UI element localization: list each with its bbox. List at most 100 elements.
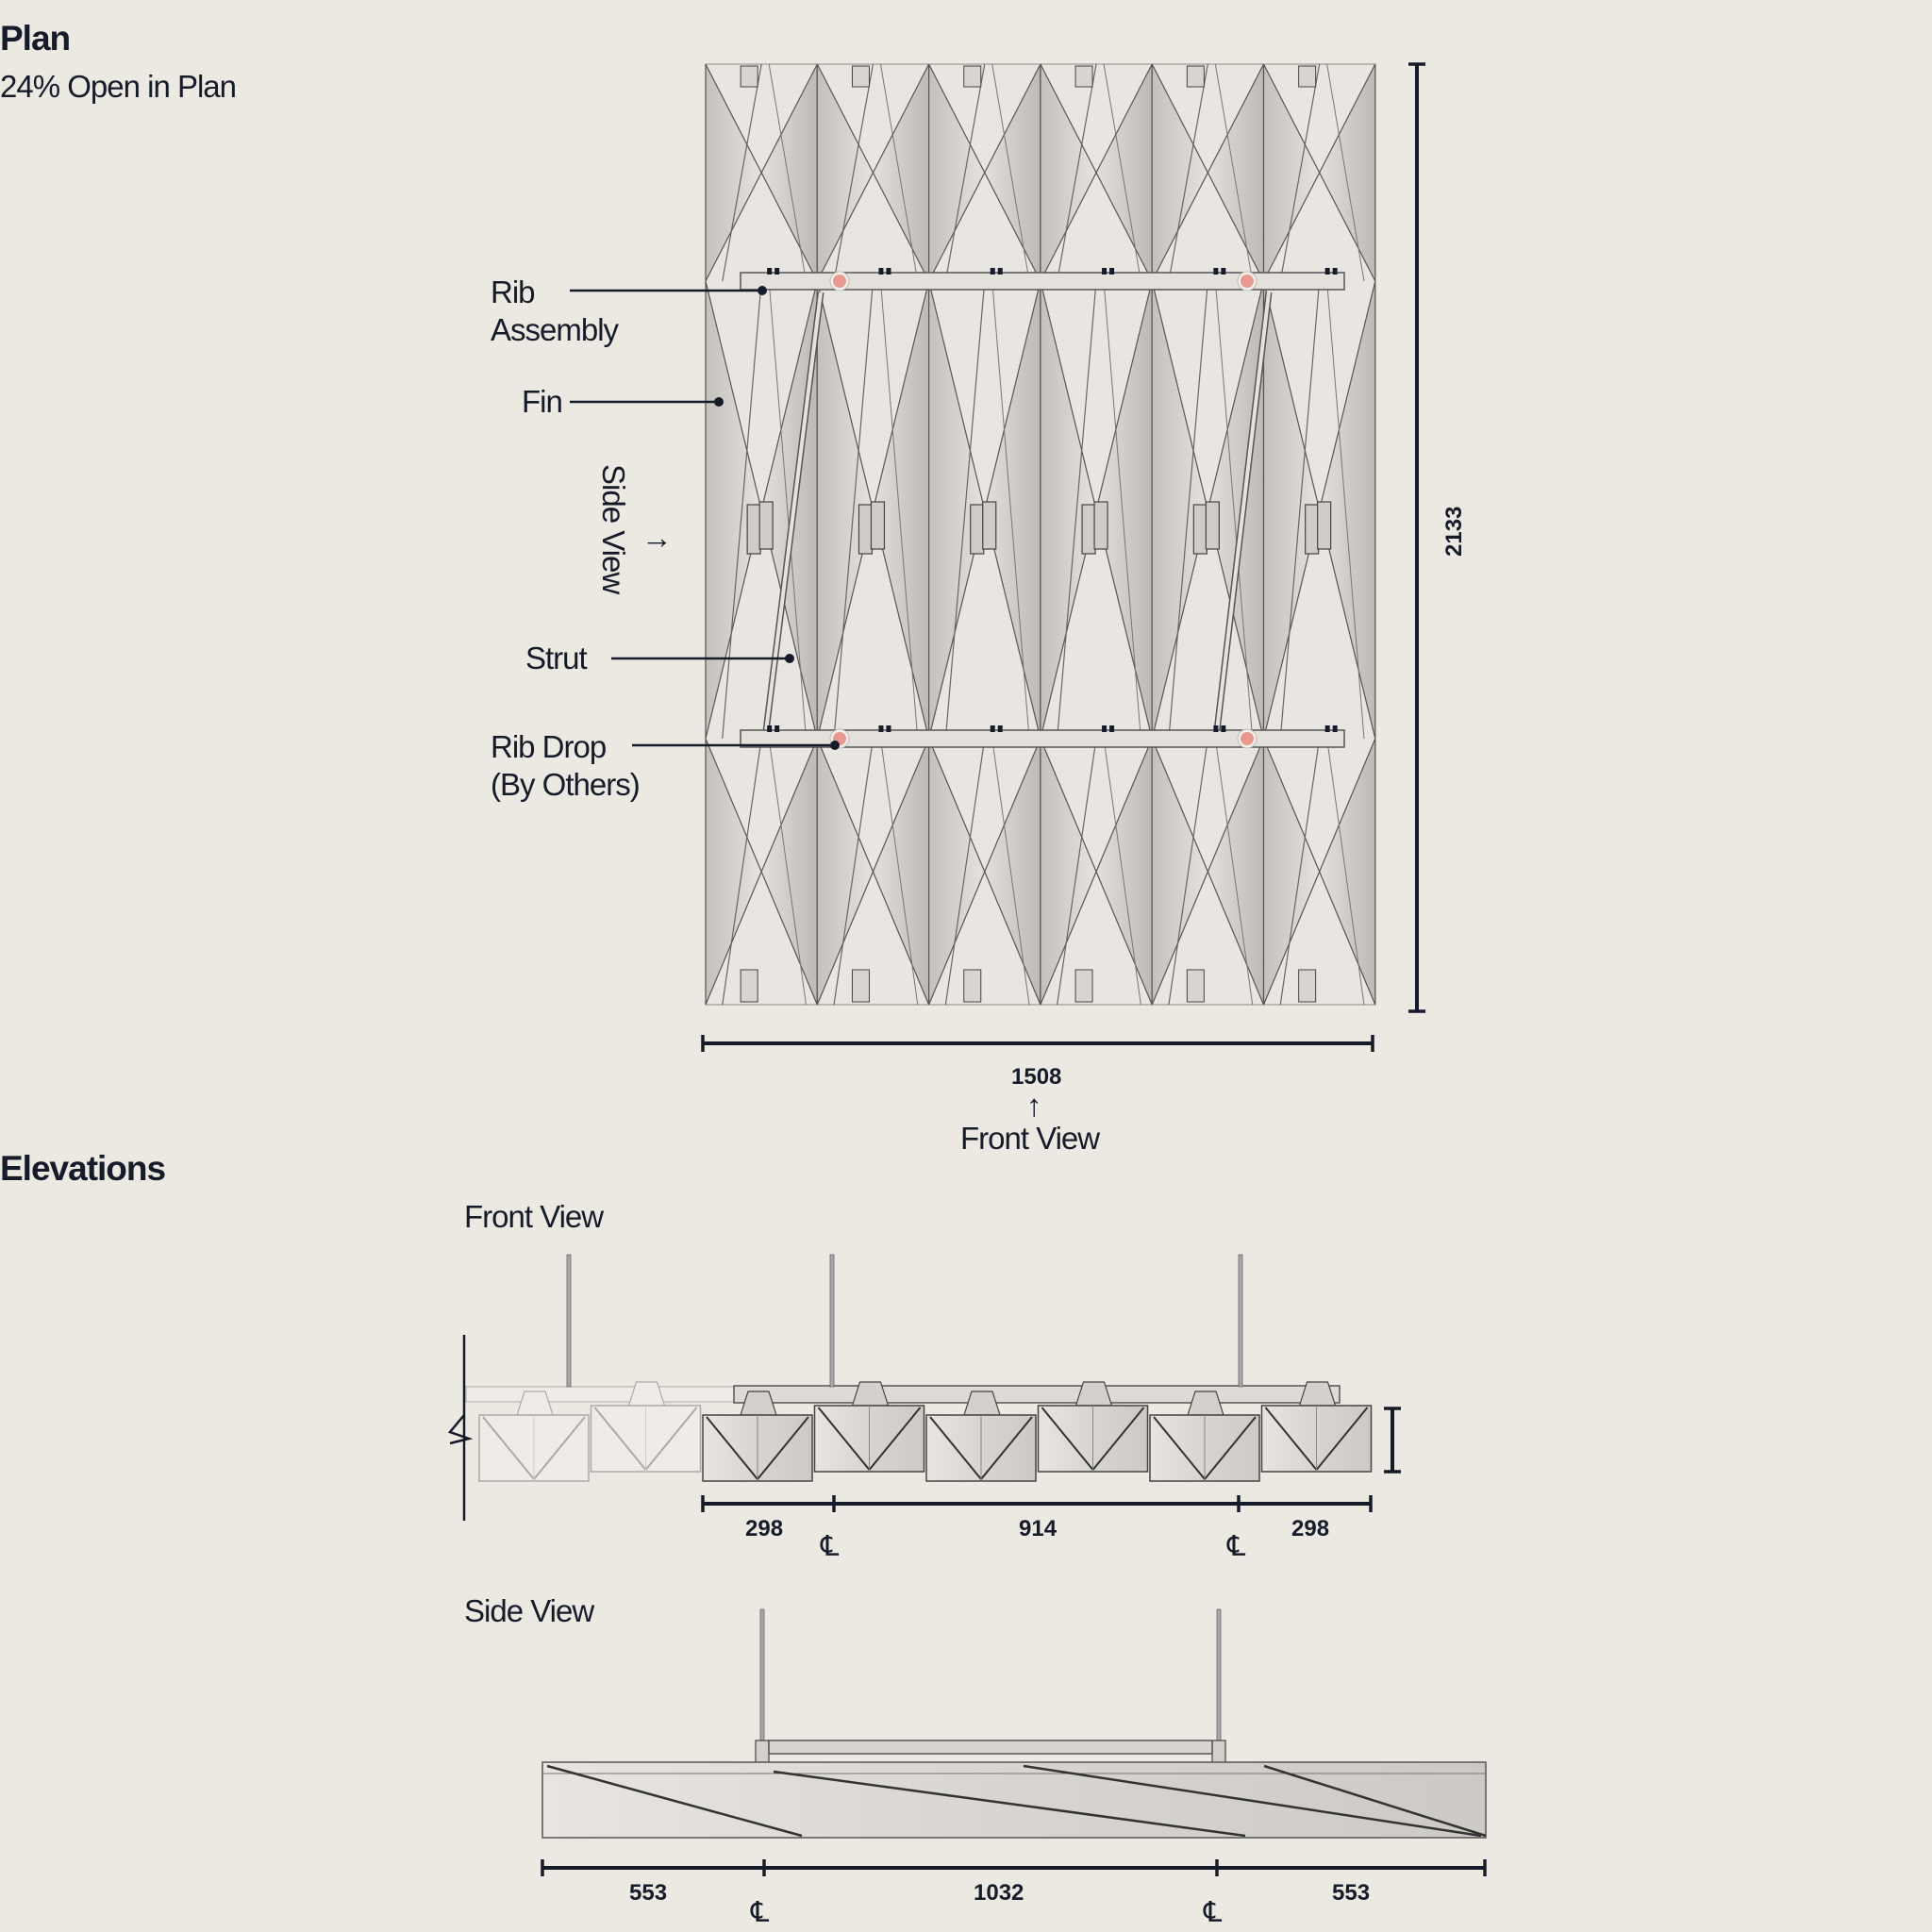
fin-body <box>541 1761 1487 1839</box>
fin <box>927 63 986 282</box>
bracket <box>963 65 982 88</box>
clip <box>1213 725 1219 732</box>
side-dim-left: 553 <box>629 1880 668 1906</box>
fin <box>1262 63 1321 282</box>
bracket <box>1305 504 1320 555</box>
fin-edge <box>1214 63 1254 282</box>
fin <box>1318 738 1376 1006</box>
fin-diagonal <box>1023 1764 1482 1838</box>
bracket <box>870 501 886 550</box>
fin <box>1262 738 1321 1006</box>
label-side-view: Side View <box>596 464 631 594</box>
fin-edge <box>1214 280 1254 740</box>
bracket <box>740 65 758 88</box>
fin <box>705 63 762 282</box>
rib-ghost <box>465 1386 736 1403</box>
fin-hanger <box>627 1381 666 1407</box>
fin-edge <box>1279 738 1321 1006</box>
break-symbol <box>447 1414 474 1445</box>
fin-diagonal <box>1263 1764 1487 1838</box>
rib-drop-rod <box>759 1608 765 1747</box>
plan-subtitle: 24% Open in Plan <box>0 69 237 104</box>
side-view-arrow-icon: → <box>641 520 673 555</box>
label-rib-assembly: Rib Assembly <box>491 274 619 349</box>
fin <box>927 738 986 1006</box>
fin-edge <box>1057 738 1097 1006</box>
rib-drop-marker <box>1241 732 1254 745</box>
bracket <box>858 504 874 555</box>
clip <box>1213 268 1219 275</box>
clip <box>878 725 884 732</box>
fin-edge <box>944 280 986 740</box>
rib-drop-rod <box>1238 1254 1243 1388</box>
bracket <box>740 969 758 1003</box>
front-dim-right: 298 <box>1291 1516 1330 1541</box>
fin-edge <box>1103 280 1141 740</box>
label-line: Assembly <box>491 312 619 347</box>
clip <box>990 268 995 275</box>
fin <box>816 63 874 282</box>
centerline-symbol: ℄ <box>751 1897 770 1928</box>
fin-diagonal <box>773 1770 1246 1838</box>
clip <box>767 725 773 732</box>
fin <box>1319 280 1376 740</box>
fin-edge <box>722 738 762 1006</box>
fin-edge <box>722 280 762 740</box>
rib-drop-rod <box>829 1254 835 1388</box>
front-view-arrow-icon: ↑ <box>1026 1088 1041 1123</box>
rib <box>740 272 1345 291</box>
fin-edge <box>1103 63 1141 282</box>
fin <box>705 280 762 740</box>
fin-edge <box>991 738 1030 1006</box>
label-line: Rib <box>491 275 536 309</box>
fin-edge <box>1103 738 1141 1006</box>
bracket <box>1192 504 1208 555</box>
rib <box>733 1385 1341 1404</box>
front-view-title: Front View <box>464 1199 604 1234</box>
bracket <box>963 969 982 1003</box>
side-dim-right: 553 <box>1332 1880 1371 1906</box>
bracket <box>1298 969 1317 1003</box>
dimension-lines <box>541 62 1487 1876</box>
bracket <box>1186 969 1205 1003</box>
dim-plan-height: 2133 <box>1441 506 1467 557</box>
label-strut: Strut <box>525 641 588 675</box>
clip <box>878 268 884 275</box>
side-view-title: Side View <box>464 1593 594 1628</box>
fin-edge <box>1279 63 1321 282</box>
strut <box>1215 291 1271 732</box>
label-line: (By Others) <box>491 767 641 802</box>
bracket <box>1093 501 1108 550</box>
clip <box>774 268 780 275</box>
fin <box>816 280 874 740</box>
rib-drop-rod <box>566 1254 572 1388</box>
bracket <box>1205 501 1220 550</box>
label-rib-drop: Rib Drop (By Others) <box>491 728 641 804</box>
fin-edge <box>944 63 986 282</box>
clip <box>1221 725 1226 732</box>
fin-edge <box>768 280 807 740</box>
leader-dot <box>785 654 794 663</box>
clip <box>1109 725 1115 732</box>
fin <box>1262 280 1321 740</box>
elevations-title: Elevations <box>0 1149 166 1188</box>
front-elevation-drawing <box>447 1254 1373 1521</box>
clip <box>1332 725 1338 732</box>
bracket <box>1186 65 1205 88</box>
fin <box>705 738 762 1006</box>
fin-edge <box>879 63 919 282</box>
fin <box>816 738 874 1006</box>
bracket <box>1317 501 1332 550</box>
fin-edge <box>1279 280 1321 740</box>
fin-edge <box>1168 738 1208 1006</box>
rib <box>768 1740 1213 1755</box>
centerline-symbol: ℄ <box>1204 1897 1223 1928</box>
rib <box>740 729 1345 748</box>
bracket <box>746 504 761 555</box>
front-view-pointer-label: Front View <box>960 1121 1100 1156</box>
fin-edge <box>1057 280 1097 740</box>
fin-edge <box>1057 63 1097 282</box>
dim-plan-width: 1508 <box>1011 1064 1062 1090</box>
label-line: Rib Drop <box>491 729 607 764</box>
